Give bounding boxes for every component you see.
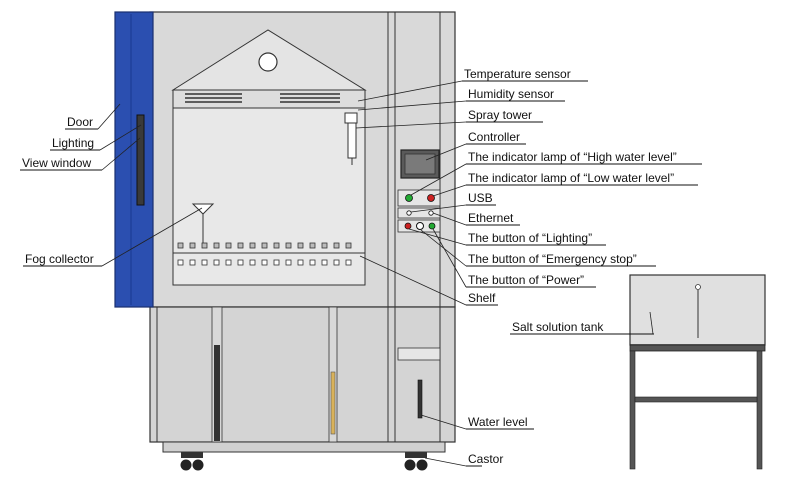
label-usb: USB	[468, 191, 493, 205]
lighting-button	[404, 222, 412, 230]
top-grille	[185, 93, 340, 103]
castors	[180, 452, 428, 471]
label-door: Door	[67, 115, 93, 129]
lower-cabinet	[156, 306, 389, 443]
label-emergency-button: The button of “Emergency stop”	[468, 252, 637, 266]
label-controller: Controller	[468, 130, 520, 144]
shelf-grid	[177, 259, 352, 266]
emergency-stop-button	[416, 222, 424, 230]
label-temperature-sensor: Temperature sensor	[464, 67, 571, 81]
door	[114, 11, 154, 308]
label-water-level: Water level	[468, 415, 528, 429]
label-group-left: Door Lighting View window Fog collector	[20, 115, 102, 267]
label-shelf: Shelf	[468, 291, 496, 305]
label-castor: Castor	[468, 452, 503, 466]
chamber	[171, 29, 367, 286]
label-fog-collector: Fog collector	[25, 252, 94, 266]
label-lighting: Lighting	[52, 136, 94, 150]
label-low-water-lamp: The indicator lamp of “Low water level”	[468, 171, 674, 185]
label-spray-tower: Spray tower	[468, 108, 532, 122]
power-button	[428, 222, 436, 230]
label-salt-tank: Salt solution tank	[512, 320, 604, 334]
label-group-right: Temperature sensor Humidity sensor Spray…	[462, 67, 702, 467]
view-window	[136, 114, 145, 206]
spray-tower	[344, 112, 358, 165]
label-power-button: The button of “Power”	[468, 273, 584, 287]
fog-collector	[191, 203, 215, 248]
high-water-lamp	[405, 194, 413, 202]
leader-lines	[97, 80, 654, 467]
label-high-water-lamp: The indicator lamp of “High water level”	[468, 150, 677, 164]
top-vent	[258, 52, 278, 72]
label-humidity-sensor: Humidity sensor	[468, 87, 554, 101]
ethernet-port	[428, 210, 434, 216]
water-level-gauge	[417, 379, 423, 419]
low-water-lamp	[427, 194, 435, 202]
label-ethernet: Ethernet	[468, 211, 514, 225]
usb-port	[406, 210, 412, 216]
salt-solution-tank	[629, 274, 766, 470]
label-lighting-button: The button of “Lighting”	[468, 231, 592, 245]
label-view-window: View window	[22, 156, 91, 170]
shelf-rack	[177, 242, 352, 249]
